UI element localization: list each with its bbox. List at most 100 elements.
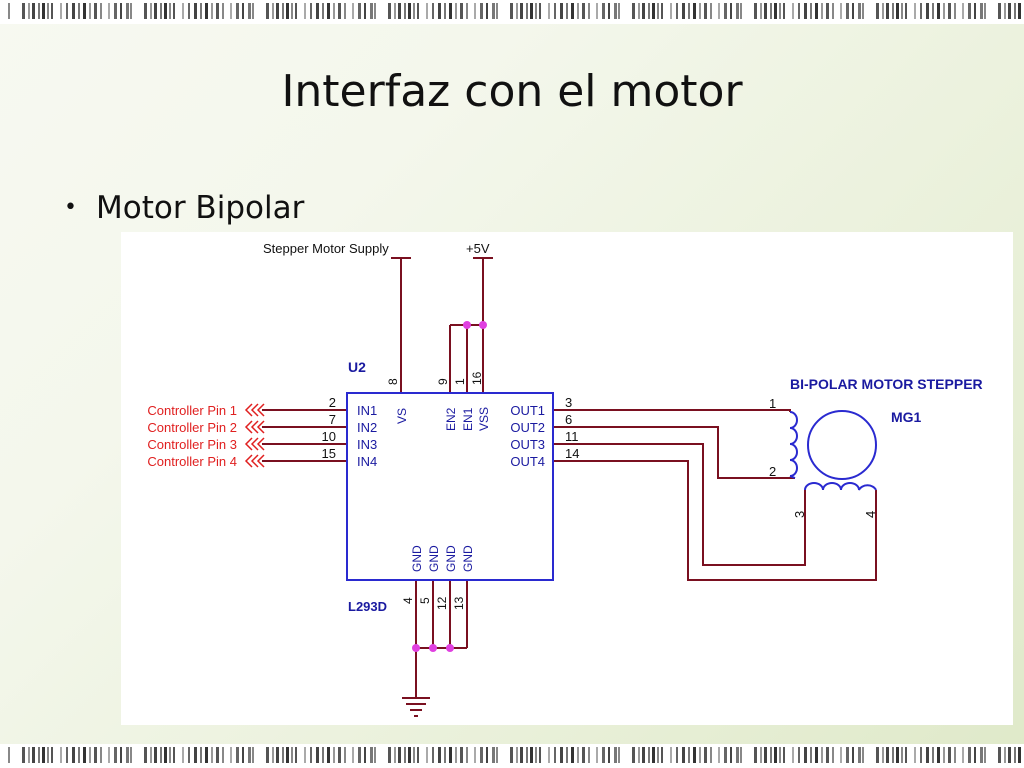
barcode-bar <box>78 747 80 763</box>
barcode-bar <box>892 3 894 19</box>
barcode-bar <box>316 3 319 19</box>
barcode-bar <box>554 747 556 763</box>
pin-name: IN2 <box>357 420 377 435</box>
barcode-bar <box>736 3 739 19</box>
barcode-bar <box>704 747 707 763</box>
barcode-bar <box>657 747 659 763</box>
barcode-bar <box>886 747 889 763</box>
coil-a-icon <box>789 411 798 477</box>
barcode-bar <box>520 747 523 763</box>
barcode-bar <box>943 747 945 763</box>
barcode-bar <box>954 3 956 19</box>
barcode-bar <box>338 3 341 19</box>
barcode-bar <box>730 747 732 763</box>
junction-dot <box>412 644 420 652</box>
barcode-bar <box>937 747 940 763</box>
barcode-bar <box>276 747 279 763</box>
junction-dot <box>463 321 471 329</box>
barcode-bar <box>120 747 122 763</box>
barcode-bar <box>32 3 35 19</box>
barcode-bar <box>962 3 964 19</box>
barcode-bar <box>282 3 284 19</box>
barcode-bar <box>618 747 620 763</box>
barcode-bar <box>984 3 986 19</box>
barcode-bar <box>548 3 550 19</box>
barcode-bar <box>150 3 152 19</box>
barcode-bar <box>826 747 829 763</box>
barcode-bar <box>291 747 293 763</box>
controller-pin-label: Controller Pin 3 <box>147 437 237 452</box>
pin-name: GND <box>410 545 424 572</box>
pin-number: 2 <box>329 395 336 410</box>
barcode-bar <box>22 747 25 763</box>
barcode-bar <box>954 747 956 763</box>
barcode-bar <box>486 3 488 19</box>
barcode-bar <box>815 3 818 19</box>
barcode-bar <box>248 747 251 763</box>
barcode-bar <box>535 3 537 19</box>
barcode-bar <box>638 747 640 763</box>
barcode-bar <box>8 3 10 19</box>
barcode-bar <box>327 747 330 763</box>
controller-pin-2-arrow-icon <box>244 420 253 434</box>
pin-number: 15 <box>322 446 336 461</box>
barcode-bar <box>100 3 102 19</box>
barcode-bar <box>338 747 341 763</box>
barcode-bar <box>699 3 701 19</box>
barcode-bar <box>596 3 598 19</box>
ground-symbol-icon <box>402 697 430 717</box>
barcode-bar <box>614 747 617 763</box>
barcode-bar <box>968 747 971 763</box>
motor-ref-label: MG1 <box>891 409 922 425</box>
barcode-bar <box>510 747 513 763</box>
barcode-bar <box>242 3 244 19</box>
barcode-bar <box>608 747 610 763</box>
output-names: OUT1 OUT2 OUT3 OUT4 <box>510 403 545 469</box>
bullet-dot-icon: • <box>64 195 77 220</box>
barcode-bar <box>182 747 184 763</box>
barcode-bar <box>291 3 293 19</box>
barcode-bar <box>358 3 361 19</box>
controller-pin-labels: Controller Pin 1 Controller Pin 2 Contro… <box>147 403 237 469</box>
l293d-chip-body <box>346 392 554 581</box>
barcode-bar <box>535 747 537 763</box>
barcode-bar <box>582 3 585 19</box>
barcode-bar <box>596 747 598 763</box>
barcode-bar <box>460 747 463 763</box>
barcode-bar <box>526 747 528 763</box>
out2-wire <box>553 426 795 479</box>
barcode-bar <box>896 3 899 19</box>
barcode-bar <box>295 3 297 19</box>
pin-name: VSS <box>477 407 491 431</box>
barcode-bar <box>370 747 373 763</box>
pin-name: EN2 <box>444 407 458 431</box>
barcode-bar <box>474 747 476 763</box>
barcode-bar <box>388 3 391 19</box>
barcode-bar <box>316 747 319 763</box>
barcode-bar <box>388 747 391 763</box>
controller-pin-4-arrow-icon <box>244 454 253 468</box>
motor-title-label: BI-POLAR MOTOR STEPPER <box>790 376 983 392</box>
barcode-bar <box>404 3 406 19</box>
barcode-bar <box>370 3 373 19</box>
pin-number: 3 <box>792 511 807 518</box>
barcode-bar <box>846 3 849 19</box>
barcode-bar <box>614 3 617 19</box>
barcode-bar <box>394 3 396 19</box>
barcode-bar <box>968 3 971 19</box>
barcode-bar <box>516 747 518 763</box>
barcode-bar <box>876 3 879 19</box>
barcode-bar <box>466 3 468 19</box>
barcode-bar <box>144 3 147 19</box>
pin-name: GND <box>444 545 458 572</box>
barcode-bar <box>943 3 945 19</box>
barcode-bar <box>602 3 605 19</box>
bottom-barcode-pattern <box>8 747 1021 763</box>
barcode-bar <box>699 747 701 763</box>
barcode-bar <box>8 747 10 763</box>
barcode-bar <box>810 3 812 19</box>
coil-b-icon <box>804 482 877 491</box>
barcode-bar <box>676 747 678 763</box>
barcode-bar <box>980 747 983 763</box>
barcode-bar <box>72 3 75 19</box>
